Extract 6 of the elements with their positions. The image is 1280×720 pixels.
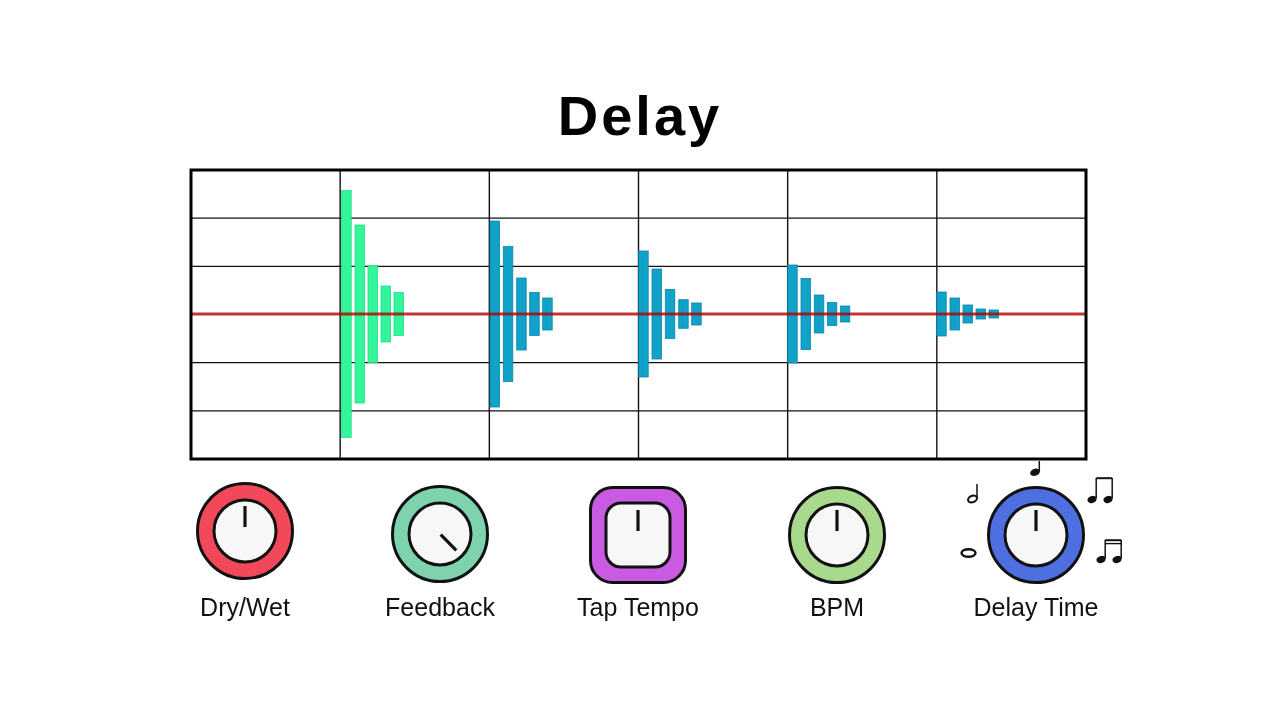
knob-label: Feedback	[385, 592, 495, 622]
diagram-title: Delay	[557, 83, 723, 149]
knob-label: Tap Tempo	[577, 592, 699, 622]
knob-label: BPM	[809, 592, 865, 622]
knob-label: Delay Time	[973, 592, 1099, 622]
knob-label: Dry/Wet	[200, 592, 290, 622]
